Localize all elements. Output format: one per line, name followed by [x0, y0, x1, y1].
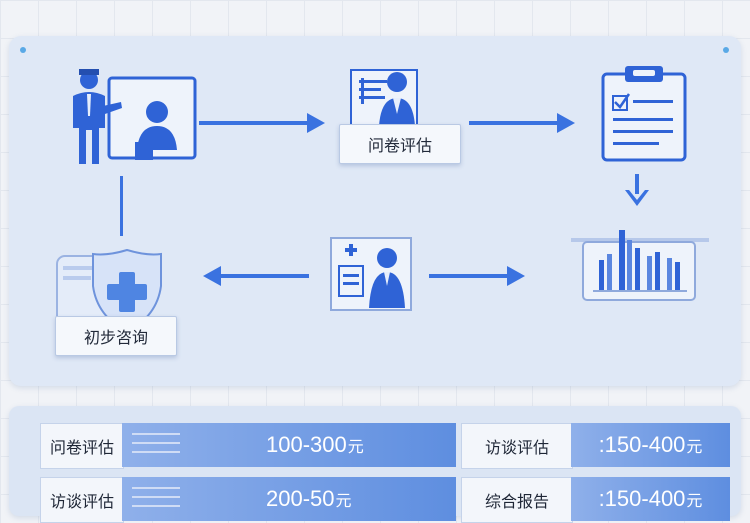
- evaluation-form-node: [593, 64, 693, 164]
- fee-label-right: 综合报告: [461, 477, 573, 523]
- fee-value-right: :150-400 元: [571, 423, 730, 467]
- fee-amount: :150-400: [598, 432, 686, 457]
- questionnaire-person-icon: [350, 69, 418, 131]
- fee-unit: 元: [335, 493, 352, 510]
- report-node: [569, 226, 714, 306]
- fee-label-left: 访谈评估: [40, 477, 124, 523]
- arrow-right-icon: [469, 113, 575, 133]
- fee-unit: 元: [347, 439, 364, 456]
- arrow-right-icon: [429, 266, 525, 286]
- fee-amount: 100-300: [266, 432, 347, 457]
- initial-consult-label: 初步咨询: [55, 316, 177, 356]
- fee-row: 访谈评估 200-50 元 综合报告 :150-400 元: [40, 477, 730, 523]
- decorative-lines: [132, 487, 180, 514]
- panel-dot-right: [723, 47, 729, 53]
- consultation-node: [69, 66, 199, 176]
- bar-chart-report-icon: [571, 230, 709, 301]
- fee-amount: :150-400: [598, 486, 686, 511]
- flow-panel: 问卷评估: [9, 36, 741, 386]
- fee-unit: 元: [686, 493, 703, 510]
- consultant-with-client-icon: [73, 69, 197, 164]
- fee-label-left: 问卷评估: [40, 423, 124, 469]
- fee-value-left: 100-300 元: [122, 423, 456, 467]
- arrow-left-icon: [203, 266, 309, 286]
- decorative-lines: [132, 433, 180, 460]
- arrow-down-icon: [625, 174, 649, 206]
- questionnaire-label: 问卷评估: [339, 124, 461, 164]
- questionnaire-node: 问卷评估: [329, 66, 461, 164]
- fee-amount: 200-50: [266, 486, 335, 511]
- initial-consult-node: 初步咨询: [49, 246, 177, 356]
- fee-row: 问卷评估 100-300 元 访谈评估 :150-400 元: [40, 423, 730, 469]
- fee-value-right: :150-400 元: [571, 477, 730, 521]
- connector-vertical: [120, 176, 123, 236]
- clipboard-checklist-icon: [601, 66, 687, 162]
- panel-dot-left: [20, 47, 26, 53]
- interview-node: [329, 236, 413, 312]
- arrow-right-icon: [199, 113, 325, 133]
- medical-interview-person-icon: [330, 237, 412, 311]
- fee-unit: 元: [686, 439, 703, 456]
- fee-label-right: 访谈评估: [461, 423, 573, 469]
- fee-value-left: 200-50 元: [122, 477, 456, 521]
